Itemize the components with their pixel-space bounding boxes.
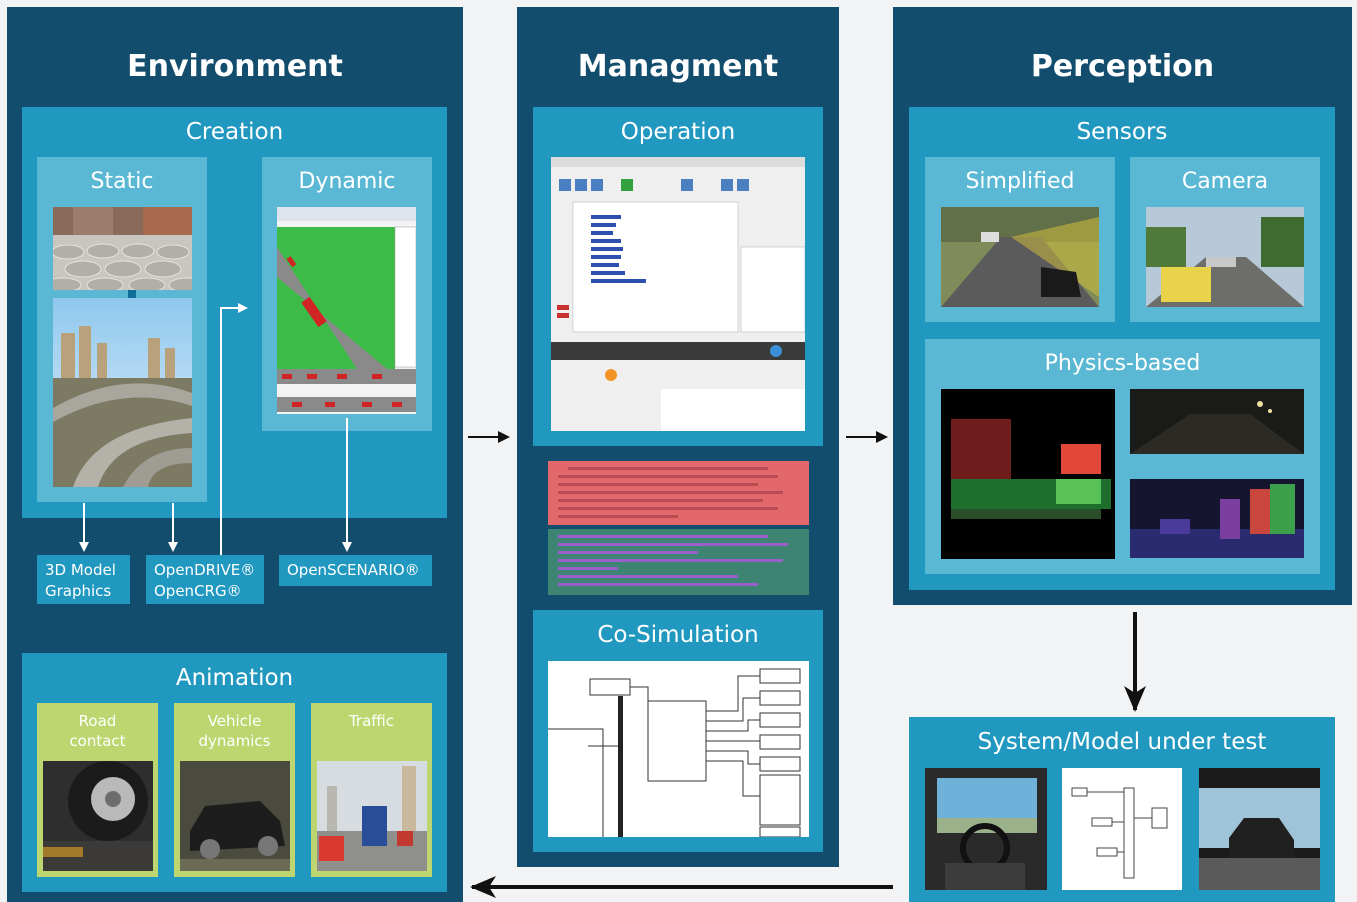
- camera-sensor-image: [1146, 207, 1304, 307]
- sut-title: System/Model under test: [977, 729, 1267, 755]
- physics-based-title: Physics-based: [1044, 351, 1201, 376]
- model-graphics-label-2: Graphics: [45, 582, 112, 600]
- camera-title: Camera: [1181, 169, 1269, 194]
- opencrg-label: OpenCRG®: [154, 582, 242, 600]
- sensors-title: Sensors: [1076, 119, 1168, 145]
- cosimulation-title: Co-Simulation: [597, 622, 759, 648]
- openscenario-box: OpenSCENARIO®: [279, 555, 432, 586]
- openscenario-label: OpenSCENARIO®: [287, 561, 420, 579]
- vehicle-view-image: [1199, 768, 1320, 890]
- highway-interchange-image: [53, 298, 192, 487]
- tire-image: [43, 761, 153, 871]
- opendrive-box: OpenDRIVE® OpenCRG®: [146, 555, 264, 604]
- operation-title: Operation: [620, 119, 736, 145]
- animation-title: Animation: [175, 665, 294, 691]
- environment-title: Environment: [127, 49, 343, 84]
- vehicle-dynamics-label-1: Vehicle: [207, 712, 262, 730]
- connector-square: [128, 290, 136, 298]
- management-title: Managment: [577, 49, 779, 84]
- road-texture-image: [53, 207, 192, 290]
- traffic-image: [317, 761, 427, 871]
- vehicle-dynamics-label-2: dynamics: [198, 732, 271, 750]
- opendrive-to-dynamic-arrow: [220, 303, 248, 555]
- vehicle-image: [180, 761, 290, 871]
- radar-heatmap-image: [941, 389, 1115, 559]
- scenario-editor-image: [277, 207, 416, 414]
- console-log-image: [548, 461, 809, 595]
- night-scene-image: [1130, 389, 1304, 454]
- road-contact-label-1: Road: [78, 712, 117, 730]
- operation-software-image: [551, 157, 805, 431]
- opendrive-label: OpenDRIVE®: [154, 561, 256, 579]
- sut-block-diagram-image: [1062, 768, 1182, 890]
- simplified-title: Simplified: [965, 169, 1075, 194]
- driving-simulator-image: [925, 768, 1047, 890]
- traffic-label: Traffic: [348, 712, 395, 730]
- simplified-sensor-image: [941, 207, 1099, 307]
- static-title: Static: [90, 169, 154, 194]
- dynamic-title: Dynamic: [298, 169, 396, 194]
- model-graphics-label-1: 3D Model: [45, 561, 116, 579]
- creation-title: Creation: [185, 119, 284, 145]
- perception-title: Perception: [1030, 49, 1215, 84]
- block-diagram-image: [548, 661, 809, 837]
- lidar-scene-image: [1130, 479, 1304, 558]
- road-contact-label-2: contact: [69, 732, 126, 750]
- model-graphics-box: 3D Model Graphics: [37, 555, 130, 604]
